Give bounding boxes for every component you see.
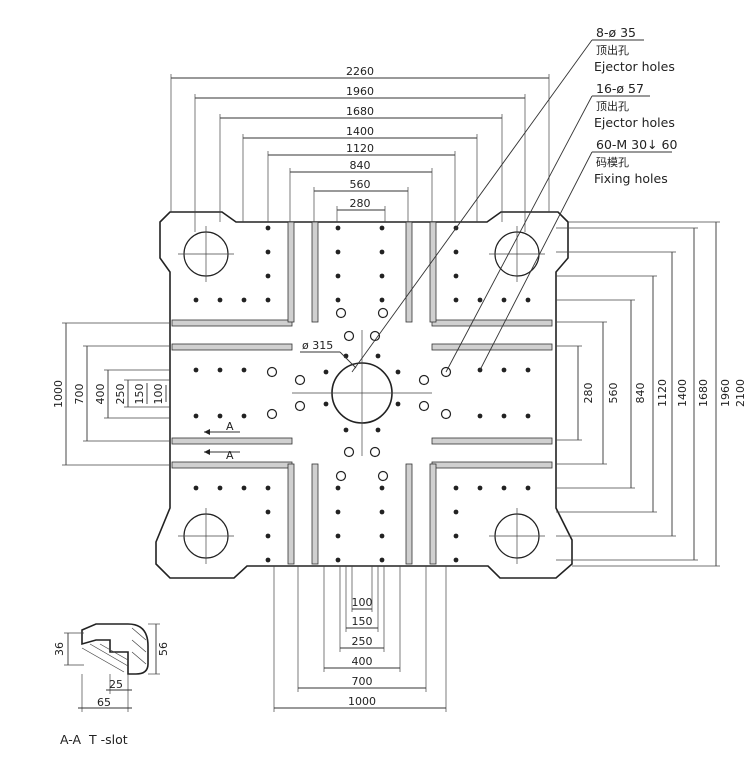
tslot-dim-56: 56 — [157, 642, 170, 656]
dim-1680: 1680 — [346, 105, 374, 118]
dim-bottom-100: 100 — [352, 596, 373, 609]
callout-fixing-spec: 60-M 30↓ 60 — [596, 137, 677, 152]
callout-labels: 8-ø 35 顶出孔 Ejector holes 16-ø 57 顶出孔 Eje… — [594, 25, 677, 186]
tslot-dim-25: 25 — [109, 678, 123, 691]
tie-bar-holes — [178, 226, 545, 564]
callout-ejector-35-spec: 8-ø 35 — [596, 25, 636, 40]
center-hole-label: ø 315 — [302, 339, 333, 352]
dim-bottom-1000: 1000 — [348, 695, 376, 708]
dim-right-280: 280 — [582, 383, 595, 404]
dim-1120: 1120 — [346, 142, 374, 155]
dim-bottom-250: 250 — [352, 635, 373, 648]
callout-ejector-57-spec: 16-ø 57 — [596, 81, 644, 96]
dimension-labels: 2260 1960 1680 1400 1120 840 560 280 280… — [52, 65, 747, 708]
dim-280: 280 — [350, 197, 371, 210]
platen-outline — [155, 211, 573, 579]
dim-840: 840 — [350, 159, 371, 172]
callout-ejector-57-en: Ejector holes — [594, 115, 675, 130]
ejector-holes — [266, 307, 452, 482]
dim-560: 560 — [350, 178, 371, 191]
dim-right-2100: 2100 — [734, 379, 747, 407]
section-mark-a-lower: A — [226, 449, 234, 462]
dim-left-400: 400 — [94, 384, 107, 405]
dim-right-840: 840 — [634, 383, 647, 404]
left-dimension-lines — [62, 322, 170, 466]
dim-left-150: 150 — [133, 384, 146, 405]
tslot-section — [64, 623, 160, 712]
tslot-caption: A-A T -slot — [60, 732, 128, 747]
dim-right-1960: 1960 — [719, 379, 732, 407]
dim-right-1680: 1680 — [697, 379, 710, 407]
dim-1960: 1960 — [346, 85, 374, 98]
section-mark-a-upper: A — [226, 420, 234, 433]
fixing-holes — [193, 225, 531, 563]
dim-1400: 1400 — [346, 125, 374, 138]
callout-ejector-35-cn: 顶出孔 — [596, 43, 629, 57]
dim-left-100: 100 — [152, 384, 165, 405]
dim-bottom-700: 700 — [352, 675, 373, 688]
callout-ejector-57-cn: 顶出孔 — [596, 99, 629, 113]
dim-bottom-150: 150 — [352, 615, 373, 628]
top-dimension-lines — [170, 74, 550, 232]
callout-leaders — [300, 39, 672, 373]
callout-fixing-en: Fixing holes — [594, 171, 668, 186]
callout-ejector-35-en: Ejector holes — [594, 59, 675, 74]
callout-fixing-cn: 码模孔 — [596, 156, 629, 169]
bottom-dimension-lines — [273, 566, 447, 712]
dim-right-1400: 1400 — [676, 379, 689, 407]
section-marks — [204, 429, 240, 455]
right-dimension-lines — [556, 221, 720, 567]
tslot-labels: 36 56 25 65 A-A T -slot — [53, 642, 170, 747]
tslot-dim-36: 36 — [53, 642, 66, 656]
tslot-dim-65: 65 — [97, 696, 111, 709]
dim-left-250: 250 — [114, 384, 127, 405]
dim-left-1000: 1000 — [52, 380, 65, 408]
dim-right-1120: 1120 — [656, 379, 669, 407]
dim-2260: 2260 — [346, 65, 374, 78]
dim-bottom-400: 400 — [352, 655, 373, 668]
dim-right-560: 560 — [607, 383, 620, 404]
dim-left-700: 700 — [73, 384, 86, 405]
